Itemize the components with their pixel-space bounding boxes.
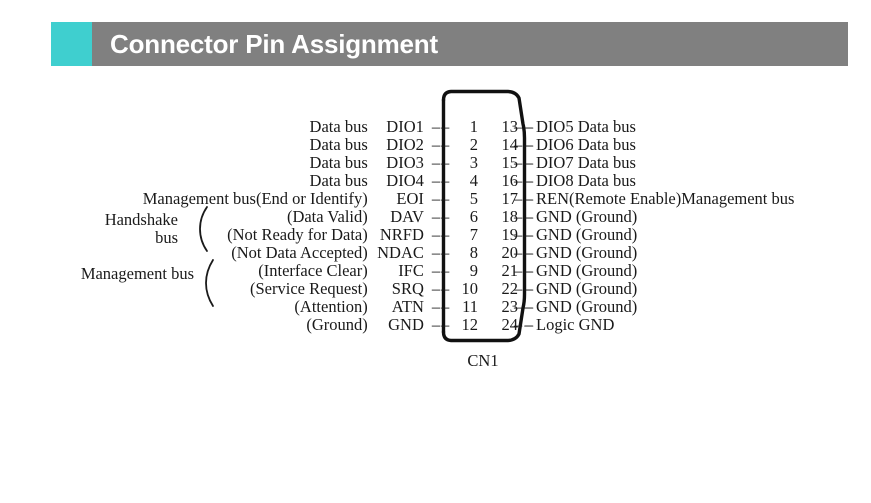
pin-signal-11: ATN [391,297,424,316]
pin-number-11: 11 [441,298,478,317]
pin-number-5: 5 [441,190,478,209]
pin-label-right-24: Logic GND [536,316,614,334]
group-bracket-handshake [196,205,210,253]
pin-label-right-13: DIO5 Data bus [536,118,636,136]
pin-number-6: 6 [441,208,478,227]
lead-tick-19: – [524,225,534,244]
pin-desc-6: (Data Valid) [286,207,368,226]
pin-desc-5: Management bus(End or Identify) [142,189,368,208]
lead-tick-16: – [524,171,534,190]
lead-tick-22: – [524,279,534,298]
pin-signal-2: DIO2 [386,135,424,154]
pin-label-left-5: Management bus(End or Identify) EOI [143,190,442,208]
pin-number-4: 4 [441,172,478,191]
pin-label-right-22: GND (Ground) [536,280,637,298]
pin-label-right-14: DIO6 Data bus [536,136,636,154]
pin-desc-12: (Ground) [306,315,368,334]
pin-label-left-8: (Not Data Accepted) NDAC [231,244,442,262]
connector-caption: CN1 [467,351,499,370]
pin-signal-10: SRQ [391,279,424,298]
pin-desc-9: (Interface Clear) [258,261,368,280]
pin-label-left-1: Data bus DIO1 [310,118,442,136]
pin-number-12: 12 [441,316,478,335]
pin-signal-12: GND [388,315,424,334]
group-label-handshake-line2: bus [155,228,178,247]
lead-tick-23: – [524,297,534,316]
pin-label-left-6: (Data Valid) DAV [287,208,442,226]
group-bracket-management [202,258,216,308]
pin-number-7: 7 [441,226,478,245]
pin-number-9: 9 [441,262,478,281]
pin-label-left-12: (Ground) GND [306,316,442,334]
pin-desc-4: Data bus [309,171,368,190]
page-title: Connector Pin Assignment [110,29,438,59]
pin-number-10: 10 [441,280,478,299]
pin-label-right-17: REN(Remote Enable)Management bus [536,190,794,208]
pin-label-left-9: (Interface Clear) IFC [258,262,442,280]
pin-label-left-3: Data bus DIO3 [310,154,442,172]
pin-desc-10: (Service Request) [250,279,368,298]
pin-label-right-16: DIO8 Data bus [536,172,636,190]
pin-label-right-18: GND (Ground) [536,208,637,226]
pin-signal-6: DAV [390,207,424,226]
pin-signal-3: DIO3 [386,153,424,172]
pin-signal-7: NRFD [379,225,424,244]
pin-signal-9: IFC [398,261,424,280]
lead-tick-14: – [524,135,534,154]
lead-tick-24: – [524,315,534,334]
pin-label-left-7: (Not Ready for Data) NRFD [227,226,442,244]
pin-label-left-2: Data bus DIO2 [310,136,442,154]
pin-desc-7: (Not Ready for Data) [227,225,368,244]
pin-number-8: 8 [441,244,478,263]
pin-label-right-19: GND (Ground) [536,226,637,244]
pin-desc-11: (Attention) [294,297,368,316]
pin-desc-2: Data bus [309,135,368,154]
pin-number-1: 1 [441,118,478,137]
pin-signal-1: DIO1 [386,117,424,136]
pin-signal-5: EOI [396,189,424,208]
pin-desc-3: Data bus [309,153,368,172]
pin-number-3: 3 [441,154,478,173]
lead-tick-21: – [524,261,534,280]
pin-desc-1: Data bus [309,117,368,136]
pin-desc-8: (Not Data Accepted) [231,243,368,262]
lead-tick-13: – [524,117,534,136]
pin-signal-4: DIO4 [386,171,424,190]
pin-label-left-10: (Service Request) SRQ [250,280,442,298]
lead-tick-20: – [524,243,534,262]
pin-number-2: 2 [441,136,478,155]
pin-label-left-4: Data bus DIO4 [310,172,442,190]
group-label-management: Management bus [80,264,194,283]
page-header: Connector Pin Assignment [51,22,848,66]
pin-label-right-15: DIO7 Data bus [536,154,636,172]
pin-label-right-20: GND (Ground) [536,244,637,262]
pin-signal-8: NDAC [377,243,424,262]
lead-tick-18: – [524,207,534,226]
lead-tick-17: – [524,189,534,208]
pin-label-left-11: (Attention) ATN [294,298,442,316]
lead-tick-15: – [524,153,534,172]
group-label-handshake-line1: Handshake [104,210,178,229]
pin-label-right-21: GND (Ground) [536,262,637,280]
header-accent-block [51,22,92,66]
pin-label-right-23: GND (Ground) [536,298,637,316]
